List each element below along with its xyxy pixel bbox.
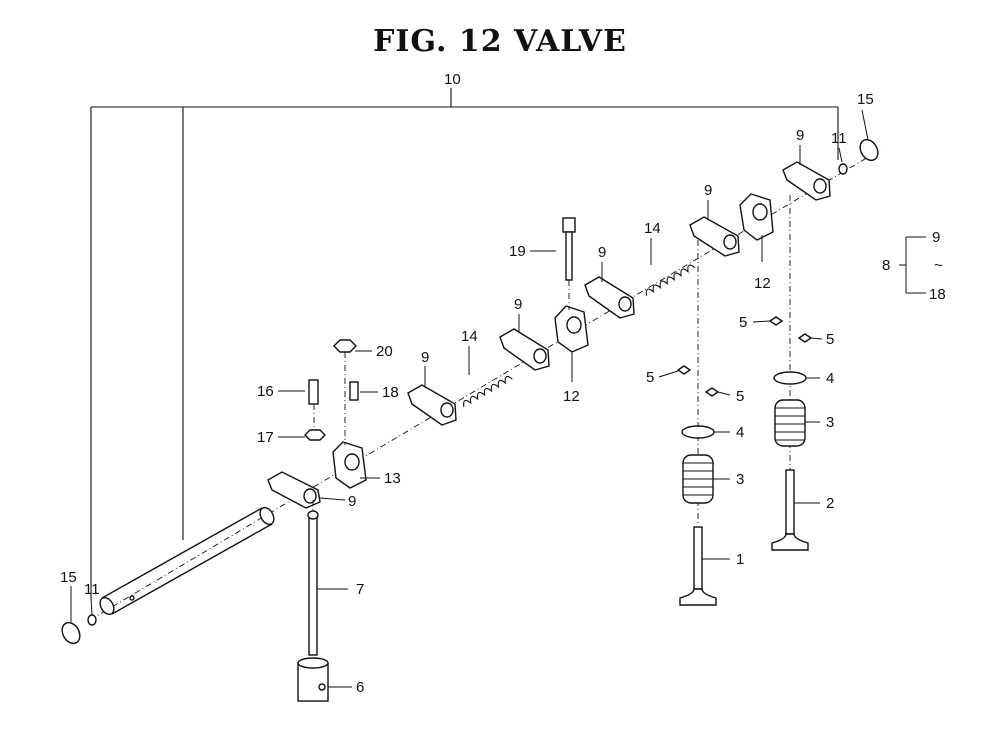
range-to-18: 18: [929, 286, 946, 303]
callout-11: 11: [831, 130, 847, 147]
callout-1: 1: [736, 551, 744, 568]
valve-exhaust: [771, 469, 809, 551]
shaft-axis: [89, 149, 881, 621]
assembly-bracket: [90, 88, 839, 598]
rocker-support-13: [332, 441, 367, 489]
callout-5: 5: [739, 314, 747, 331]
cotter: [704, 387, 720, 397]
callout-3: 3: [826, 414, 834, 431]
callout-15: 15: [60, 569, 77, 586]
callout-5: 5: [646, 369, 654, 386]
callout-labels: 10 15 15 11 11 9 9 9 9 9 9 12 12 14 14 1…: [60, 71, 946, 696]
callout-6: 6: [356, 679, 364, 696]
valve-spring: [774, 399, 806, 447]
callout-15: 15: [857, 91, 874, 108]
callout-16: 16: [257, 383, 274, 400]
spring-retainer: [773, 371, 807, 385]
shaft-spring: [645, 264, 696, 296]
lock-nut: [304, 429, 326, 441]
callout-12: 12: [754, 275, 771, 292]
leader-lines: [70, 109, 926, 688]
tappet: [297, 657, 329, 702]
range-from-9: 9: [932, 229, 940, 246]
circlip-left: [61, 621, 81, 645]
callout-9: 9: [598, 244, 606, 261]
figure-title: FIG. 12 VALVE: [373, 24, 627, 59]
callout-10: 10: [444, 71, 461, 88]
callout-5: 5: [736, 388, 744, 405]
callout-9: 9: [796, 127, 804, 144]
rocker-arm: [407, 384, 457, 426]
cotter: [768, 316, 784, 326]
rocker-arm: [584, 276, 635, 319]
small-bolt: [349, 381, 359, 401]
callout-20: 20: [376, 343, 393, 360]
callout-19: 19: [509, 243, 526, 260]
spring-retainer: [681, 425, 715, 439]
callout-17: 17: [257, 429, 274, 446]
callout-14: 14: [461, 328, 478, 345]
rocker-support: [554, 305, 589, 353]
callout-9: 9: [348, 493, 356, 510]
callout-2: 2: [826, 495, 834, 512]
callout-11: 11: [84, 581, 100, 598]
rocker-arm: [267, 471, 321, 509]
callout-13: 13: [384, 470, 401, 487]
callout-5: 5: [826, 331, 834, 348]
callout-9: 9: [704, 182, 712, 199]
nut: [333, 339, 357, 353]
rocker-support: [739, 193, 774, 241]
callout-14: 14: [644, 220, 661, 237]
rocker-arm: [689, 216, 740, 257]
cotter: [797, 333, 813, 343]
callout-9: 9: [514, 296, 522, 313]
rocker-shaft: [99, 506, 275, 616]
washer-right: [838, 163, 848, 175]
push-rod: [307, 500, 319, 656]
shaft-spring: [463, 375, 513, 408]
callout-7: 7: [356, 581, 364, 598]
adjusting-screw: [308, 379, 319, 405]
callout-12: 12: [563, 388, 580, 405]
cotter: [676, 365, 692, 375]
range-parent-8: 8: [882, 257, 890, 274]
rocker-arm: [782, 161, 831, 201]
callout-4: 4: [826, 370, 834, 387]
bolt: [562, 217, 576, 310]
callout-3: 3: [736, 471, 744, 488]
callout-9: 9: [421, 349, 429, 366]
range-tilde: ~: [934, 257, 943, 274]
circlip-right: [859, 138, 879, 162]
washer-left: [87, 614, 97, 626]
callout-4: 4: [736, 424, 744, 441]
rocker-arm: [499, 328, 550, 371]
callout-18: 18: [382, 384, 399, 401]
valve-intake: [679, 526, 717, 606]
valve-spring: [682, 454, 714, 504]
